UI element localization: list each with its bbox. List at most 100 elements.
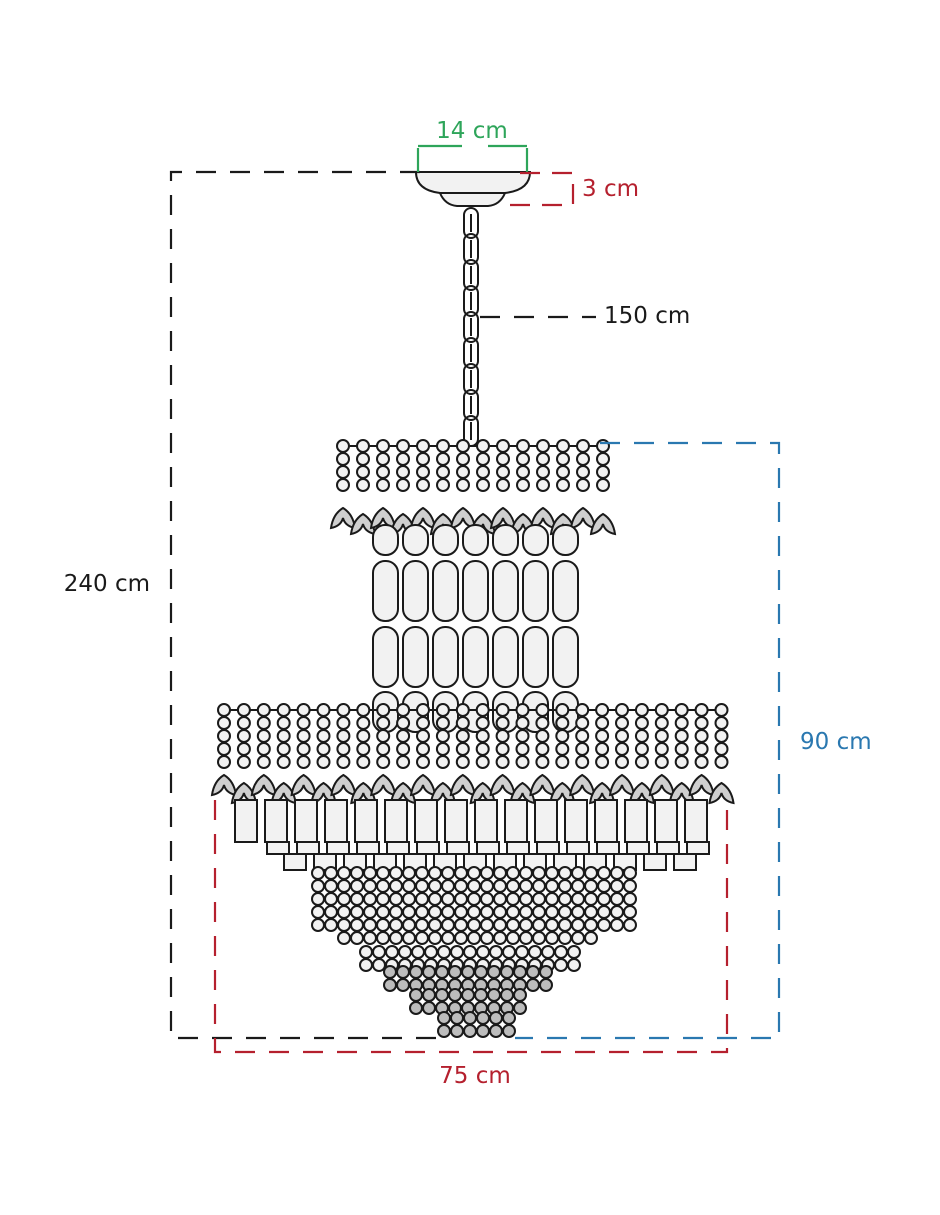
- lower-bead: [654, 703, 669, 717]
- prism: [474, 799, 498, 843]
- cone-bead: [372, 945, 386, 959]
- cone-bead: [402, 918, 416, 932]
- upper-bead: [576, 478, 590, 492]
- lower-bead: [217, 703, 231, 717]
- lower-bead: [435, 703, 450, 717]
- cone-bead: [454, 905, 468, 919]
- column-prism: [372, 626, 399, 688]
- leaf-crystal: [409, 506, 437, 530]
- column-prism: [492, 524, 519, 556]
- lower-bead: [595, 755, 610, 769]
- chain: [463, 207, 479, 447]
- lower-bead: [575, 716, 590, 730]
- lower-bead: [714, 703, 729, 717]
- cone-bead: [324, 879, 338, 893]
- leaf-crystal: [290, 773, 317, 797]
- upper-bead: [396, 465, 410, 479]
- leaf-crystal: [708, 781, 735, 805]
- cone-bead: [467, 892, 481, 906]
- prism-tip: [626, 841, 650, 855]
- cone-bead: [554, 958, 568, 972]
- upper-bead: [456, 478, 470, 492]
- cone-bead: [584, 918, 598, 932]
- cone-bead: [493, 918, 507, 932]
- cone-bead: [311, 905, 325, 919]
- lower-bead: [615, 703, 629, 717]
- upper-bead: [556, 465, 570, 479]
- upper-bead: [396, 439, 410, 453]
- body-height-label: 90 cm: [800, 729, 872, 755]
- lower-bead: [356, 729, 371, 743]
- lower-bead: [396, 742, 411, 756]
- cone-bead: [350, 905, 364, 919]
- upper-bead: [496, 478, 510, 492]
- prism-tip: [356, 841, 380, 855]
- prism-tip: [266, 841, 290, 855]
- cone-bead: [493, 879, 507, 893]
- cone-bead: [409, 1001, 423, 1015]
- lower-bead: [674, 703, 689, 717]
- column-prism: [552, 524, 579, 556]
- cone-bead: [532, 879, 546, 893]
- lower-bead: [236, 742, 251, 756]
- cone-bead: [324, 905, 338, 919]
- lower-bead: [256, 729, 271, 743]
- cone-bead: [463, 1011, 477, 1025]
- cone-bead: [610, 879, 624, 893]
- cone-bead: [610, 905, 624, 919]
- leaf-crystal: [489, 506, 517, 530]
- chain-link: [463, 311, 479, 343]
- column-prism: [402, 524, 429, 556]
- lower-bead: [256, 703, 271, 717]
- cone-bead: [467, 918, 481, 932]
- lower-bead: [634, 742, 649, 756]
- cone-bead: [437, 1024, 451, 1038]
- lower-bead: [435, 755, 450, 769]
- lower-bead: [376, 703, 391, 717]
- prism-tip: [416, 841, 440, 855]
- lower-bead: [535, 703, 550, 717]
- lower-bead: [555, 742, 570, 756]
- upper-bead: [476, 452, 490, 466]
- cone-bead: [383, 978, 397, 992]
- upper-bead: [456, 452, 470, 466]
- cone-bead: [532, 905, 546, 919]
- cone-bead: [389, 931, 403, 945]
- cone-bead: [571, 879, 585, 893]
- cone-bead: [584, 866, 598, 880]
- body-width-dimension: [213, 800, 729, 1054]
- leaf-crystal: [628, 781, 656, 805]
- cone-bead: [532, 866, 546, 880]
- cone-bead: [402, 905, 416, 919]
- cone-bead: [363, 931, 377, 945]
- upper-bead: [476, 478, 490, 492]
- lower-bead: [595, 729, 610, 743]
- lower-bead: [236, 755, 251, 769]
- cone-bead: [402, 892, 416, 906]
- upper-bead: [576, 439, 590, 453]
- upper-bead: [356, 478, 370, 492]
- cone-bead: [506, 918, 520, 932]
- upper-bead: [576, 452, 590, 466]
- upper-bead: [496, 452, 510, 466]
- lower-bead: [356, 742, 371, 756]
- prism: [594, 799, 618, 843]
- cone-bead: [463, 945, 477, 959]
- column-prism: [432, 524, 459, 556]
- cone-bead: [376, 918, 390, 932]
- cone-bead: [389, 918, 403, 932]
- prism: [564, 799, 588, 843]
- lower-bead: [455, 742, 470, 756]
- leaf-crystal: [330, 773, 357, 797]
- lower-bead: [416, 755, 430, 769]
- cone-bead: [441, 905, 455, 919]
- lower-bead: [555, 729, 570, 743]
- lower-bead: [416, 742, 430, 756]
- lower-bead: [634, 729, 649, 743]
- upper-bead: [516, 439, 530, 453]
- upper-bead: [536, 452, 550, 466]
- cone-bead: [597, 905, 611, 919]
- cone-bead: [398, 945, 412, 959]
- cone-bead: [396, 978, 410, 992]
- cone-bead: [461, 965, 475, 979]
